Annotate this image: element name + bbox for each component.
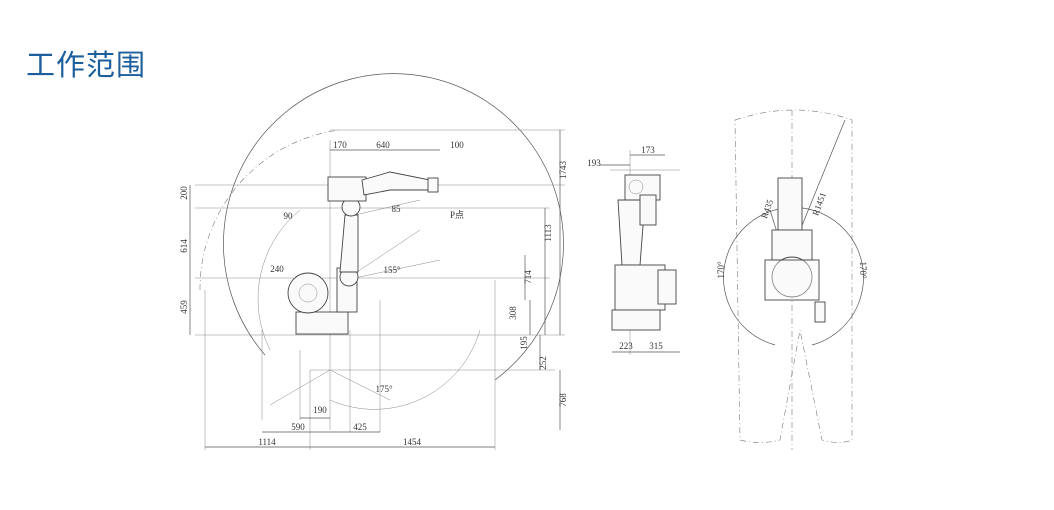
dim-label: 459 [179,300,189,314]
dim-label: 173 [641,145,655,155]
robot-turret [771,256,813,298]
dim-label: 223 [619,341,633,351]
dim-label: 195 [519,336,529,350]
angle-ray [344,259,441,281]
dim-label: 614 [179,239,189,253]
robot-upper-housing [327,176,367,202]
dim-label: 714 [523,270,533,284]
angle-ray [354,199,421,216]
dim-label: 1113 [543,224,553,242]
angle-ray [329,369,391,401]
robot-base [764,259,820,301]
dashed-range-arc [199,129,341,291]
angle-label: 240 [270,264,284,274]
top-view: R1451 R435 170° 170° [716,109,868,450]
angle-label: 170° [858,261,868,279]
lower-range-arc [329,329,481,410]
robot-forearm [361,171,437,196]
robot-motor [639,194,657,226]
robot-head-joint [628,179,644,195]
robot-lower-arm [339,214,359,273]
dim-label: 315 [649,341,663,351]
angle-ray [269,369,331,406]
front-view: 193 173 223 315 [587,145,680,355]
radius-label: R1451 [810,191,828,217]
dim-label: 190 [313,405,327,415]
point-label: P点 [450,210,464,220]
radius-label: R435 [759,198,775,220]
robot-arm [777,177,803,231]
dim-label: 1114 [258,437,276,447]
angle-label: 90 [284,211,294,221]
robot-side-motor [657,269,677,305]
robot-base [611,309,661,331]
angle-label: 175° [375,384,393,394]
robot-connector [814,301,826,323]
robot-base [295,311,349,335]
dim-label: 100 [450,140,464,150]
page-title: 工作范围 [26,48,147,82]
dim-label: 1743 [558,161,568,180]
robot-shoulder [771,229,813,261]
dim-label: 170 [333,140,347,150]
angle-label: 85 [392,204,402,214]
dim-label: 193 [587,158,601,168]
angle-label: 170° [716,261,726,279]
dim-label: 425 [353,422,367,432]
angle-label: 155° [383,265,401,275]
dim-label: 640 [376,140,390,150]
dim-label: 200 [179,186,189,200]
dim-label: 1454 [403,437,422,447]
inner-envelope-arc [257,209,301,351]
dim-label: 252 [538,356,548,370]
side-view: 170 640 100 200 614 459 1743 1113 714 30… [179,73,568,450]
top-view-outline [734,109,853,443]
robot-joint-motor [287,272,329,314]
robot-wrist [427,177,439,193]
robot-joint-detail [298,283,318,303]
dim-label: 590 [291,422,305,432]
robot-body [614,264,666,311]
dim-label: 308 [508,306,518,320]
outer-envelope-arc [223,73,564,381]
dim-label: 768 [558,393,568,407]
